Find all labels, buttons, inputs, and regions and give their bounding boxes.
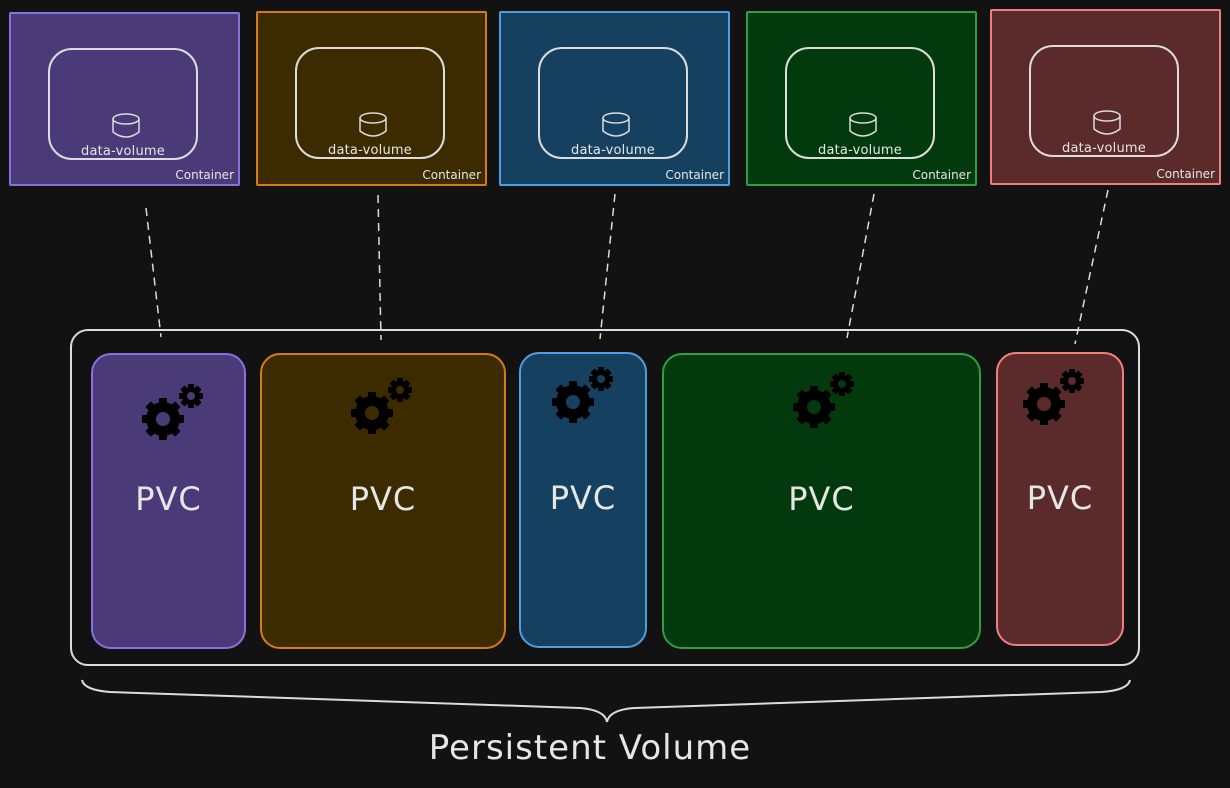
pvc-purple: PVC <box>91 353 246 649</box>
pvc-label: PVC <box>788 480 855 518</box>
pvc-label: PVC <box>1026 479 1094 517</box>
container-green: data-volume Container <box>746 11 977 186</box>
container-label: Container <box>1156 167 1215 181</box>
pod-box: data-volume <box>1029 45 1179 157</box>
container-label: Container <box>912 168 971 182</box>
persistent-volume-label: Persistent Volume <box>428 728 752 768</box>
gears-icon <box>793 372 854 428</box>
disk-icon <box>849 112 877 137</box>
pvc-label: PVC <box>349 480 417 518</box>
connector-line-3 <box>599 193 616 340</box>
data-volume-label: data-volume <box>81 144 165 159</box>
disk-icon <box>1093 110 1121 135</box>
pvc-green: PVC <box>662 353 981 649</box>
pod-box: data-volume <box>538 47 688 159</box>
disk-icon <box>359 112 387 137</box>
persistent-volume-brace <box>81 679 1131 723</box>
pvc-label: PVC <box>135 480 202 518</box>
pvc-red: PVC <box>996 352 1124 646</box>
pvc-orange: PVC <box>260 353 506 649</box>
pod-box: data-volume <box>785 47 935 159</box>
connector-line-2 <box>377 194 382 341</box>
pvc-blue: PVC <box>519 352 647 648</box>
pvc-label: PVC <box>549 479 617 517</box>
container-red: data-volume Container <box>990 9 1221 185</box>
data-volume-label: data-volume <box>818 143 902 158</box>
gears-icon <box>351 378 412 434</box>
container-orange: data-volume Container <box>256 11 487 186</box>
data-volume-label: data-volume <box>328 143 412 158</box>
gears-icon <box>552 367 613 423</box>
connector-line-5 <box>1074 189 1109 345</box>
connector-line-1 <box>145 207 162 338</box>
container-blue: data-volume Container <box>499 11 730 186</box>
container-label: Container <box>175 168 234 182</box>
gears-icon <box>142 384 203 440</box>
pod-box: data-volume <box>295 47 445 159</box>
data-volume-label: data-volume <box>1062 141 1146 156</box>
disk-icon <box>602 112 630 137</box>
container-purple: data-volume Container <box>9 12 240 186</box>
persistent-volume-frame <box>70 329 1140 666</box>
disk-icon <box>112 113 140 138</box>
data-volume-label: data-volume <box>571 143 655 158</box>
pod-box: data-volume <box>48 48 198 160</box>
container-label: Container <box>665 168 724 182</box>
gears-icon <box>1023 369 1084 425</box>
container-label: Container <box>422 168 481 182</box>
connector-line-4 <box>846 193 875 339</box>
